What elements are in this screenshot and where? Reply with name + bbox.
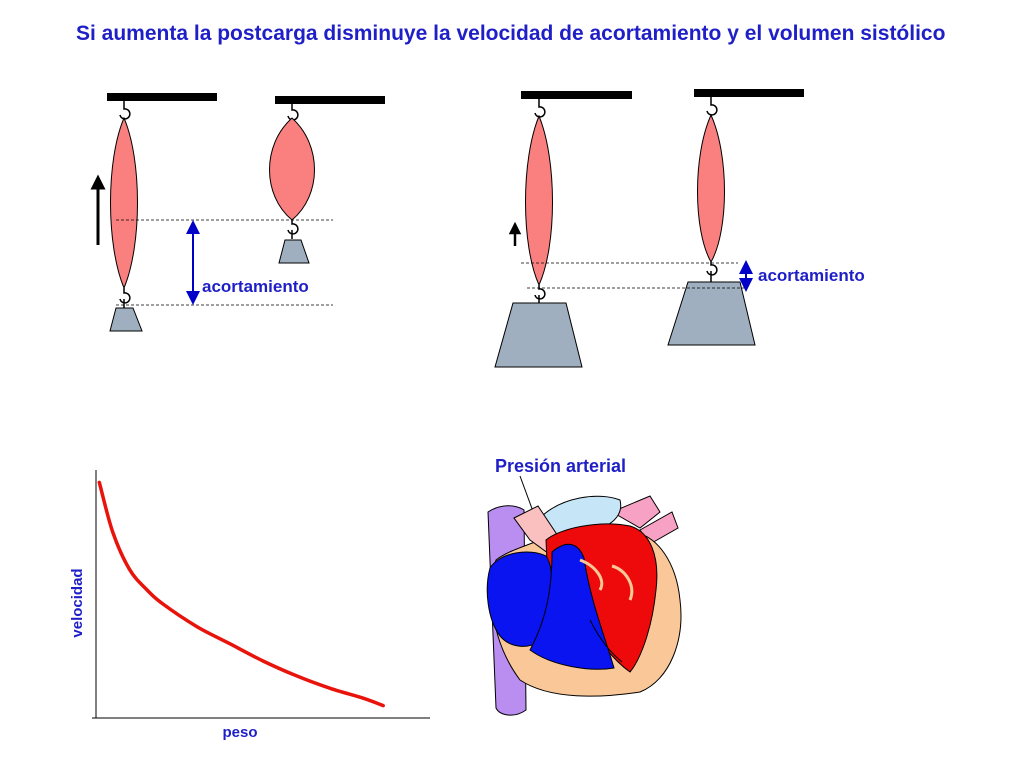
bottom-hook-icon bbox=[706, 262, 718, 282]
shortening-label: acortamiento bbox=[202, 277, 309, 296]
weight-small bbox=[109, 307, 143, 332]
top-hook-icon bbox=[287, 104, 299, 121]
septum-line bbox=[589, 619, 623, 663]
top-hook-icon bbox=[534, 99, 546, 118]
data-point-5 bbox=[195, 625, 198, 628]
data-point-7 bbox=[262, 659, 265, 662]
heart-illustration: Presión arterial bbox=[486, 456, 682, 716]
heart-label-pointer bbox=[519, 475, 535, 515]
velocity-curve bbox=[97, 480, 385, 708]
muscle bbox=[525, 114, 553, 287]
light-load-experiment: acortamiento bbox=[90, 93, 385, 332]
muscle bbox=[269, 117, 315, 221]
bottom-hook-icon bbox=[119, 288, 131, 308]
weight-large bbox=[494, 302, 583, 368]
y-axis-label: velocidad bbox=[69, 568, 86, 637]
heart-label: Presión arterial bbox=[495, 456, 626, 476]
muscle bbox=[110, 116, 138, 290]
bottom-hook-icon bbox=[287, 220, 299, 239]
top-hook-icon bbox=[119, 101, 131, 120]
muscle-contracted-heavy-load bbox=[667, 89, 804, 346]
x-axis-label: peso bbox=[222, 724, 257, 741]
data-point-11 bbox=[382, 704, 385, 707]
data-point-6 bbox=[228, 642, 231, 645]
bottom-hook-icon bbox=[534, 285, 546, 303]
data-point-0 bbox=[98, 481, 101, 484]
muscle bbox=[697, 113, 725, 264]
right-ventricle bbox=[529, 543, 615, 670]
slide-title: Si aumenta la postcarga disminuye la vel… bbox=[76, 22, 946, 45]
support-bar bbox=[521, 91, 632, 99]
data-point-10 bbox=[362, 697, 365, 700]
muscle-stretched-light-load bbox=[107, 93, 217, 332]
data-point-1 bbox=[111, 531, 114, 534]
muscle-contracted-light-load bbox=[269, 96, 385, 264]
data-point-4 bbox=[161, 602, 164, 605]
valve-detail bbox=[579, 558, 634, 601]
weight-small bbox=[278, 239, 310, 264]
support-bar bbox=[107, 93, 217, 101]
data-point-2 bbox=[128, 568, 131, 571]
shortening-label: acortamiento bbox=[758, 266, 865, 285]
pulmonary-vein bbox=[610, 495, 661, 529]
support-bar bbox=[275, 96, 385, 104]
heavy-load-experiment: acortamiento bbox=[494, 89, 865, 368]
weight-large bbox=[667, 281, 756, 346]
data-point-3 bbox=[145, 588, 148, 591]
top-hook-icon bbox=[706, 97, 718, 116]
muscle-stretched-heavy-load bbox=[494, 91, 632, 368]
data-point-8 bbox=[295, 674, 298, 677]
support-bar bbox=[694, 89, 804, 97]
data-point-9 bbox=[328, 687, 331, 690]
force-velocity-chart: peso velocidad bbox=[69, 470, 430, 741]
